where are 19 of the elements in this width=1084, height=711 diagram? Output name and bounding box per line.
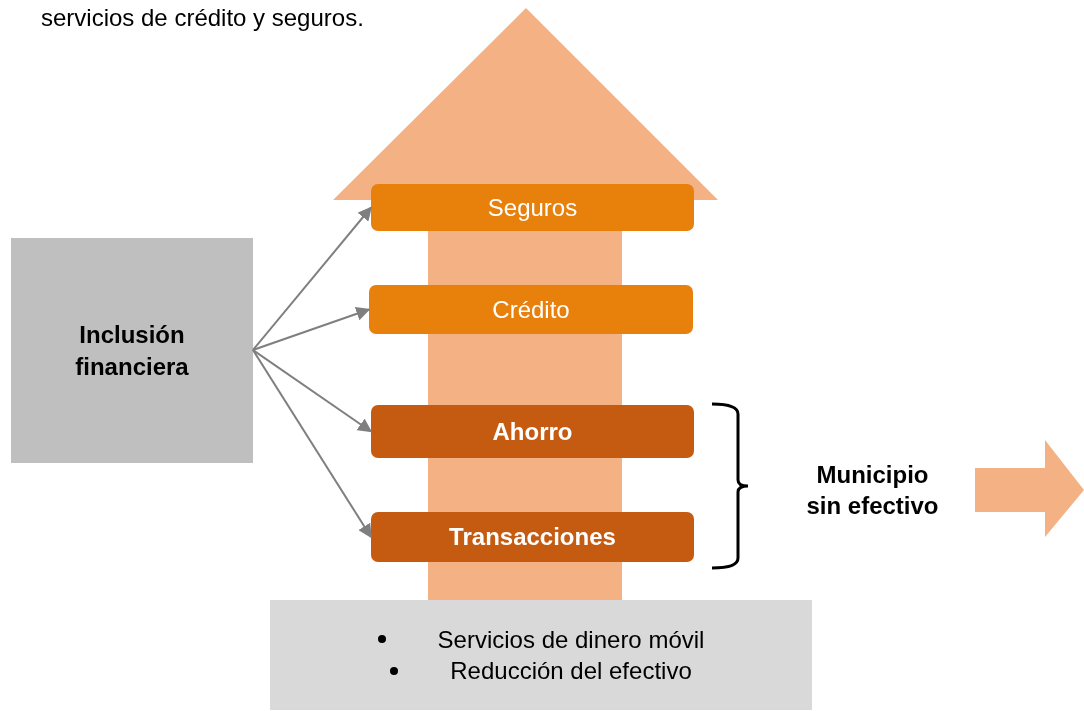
service-box [371,405,694,458]
arrow [252,349,373,433]
arrow [252,349,372,539]
node-label: Inclusión financiera [74,320,190,382]
arrow [252,307,371,351]
list-item-text: Reducción del efectivo [450,656,692,686]
service-box [371,512,694,562]
arrow [252,206,372,351]
node-label: Ahorro [492,416,573,447]
node-label: Transacciones [449,522,616,553]
node-label: Crédito [492,294,570,325]
node-label: Seguros [487,192,578,223]
enabler-box [270,600,812,710]
list-item-text: Servicios de dinero móvil [437,624,705,655]
concept-box [11,238,253,463]
node-label: Municipio sin efectivo [805,459,940,521]
service-box [369,285,693,334]
text-fragment: servicios de crédito y seguros. [41,4,364,32]
service-box [371,184,694,231]
